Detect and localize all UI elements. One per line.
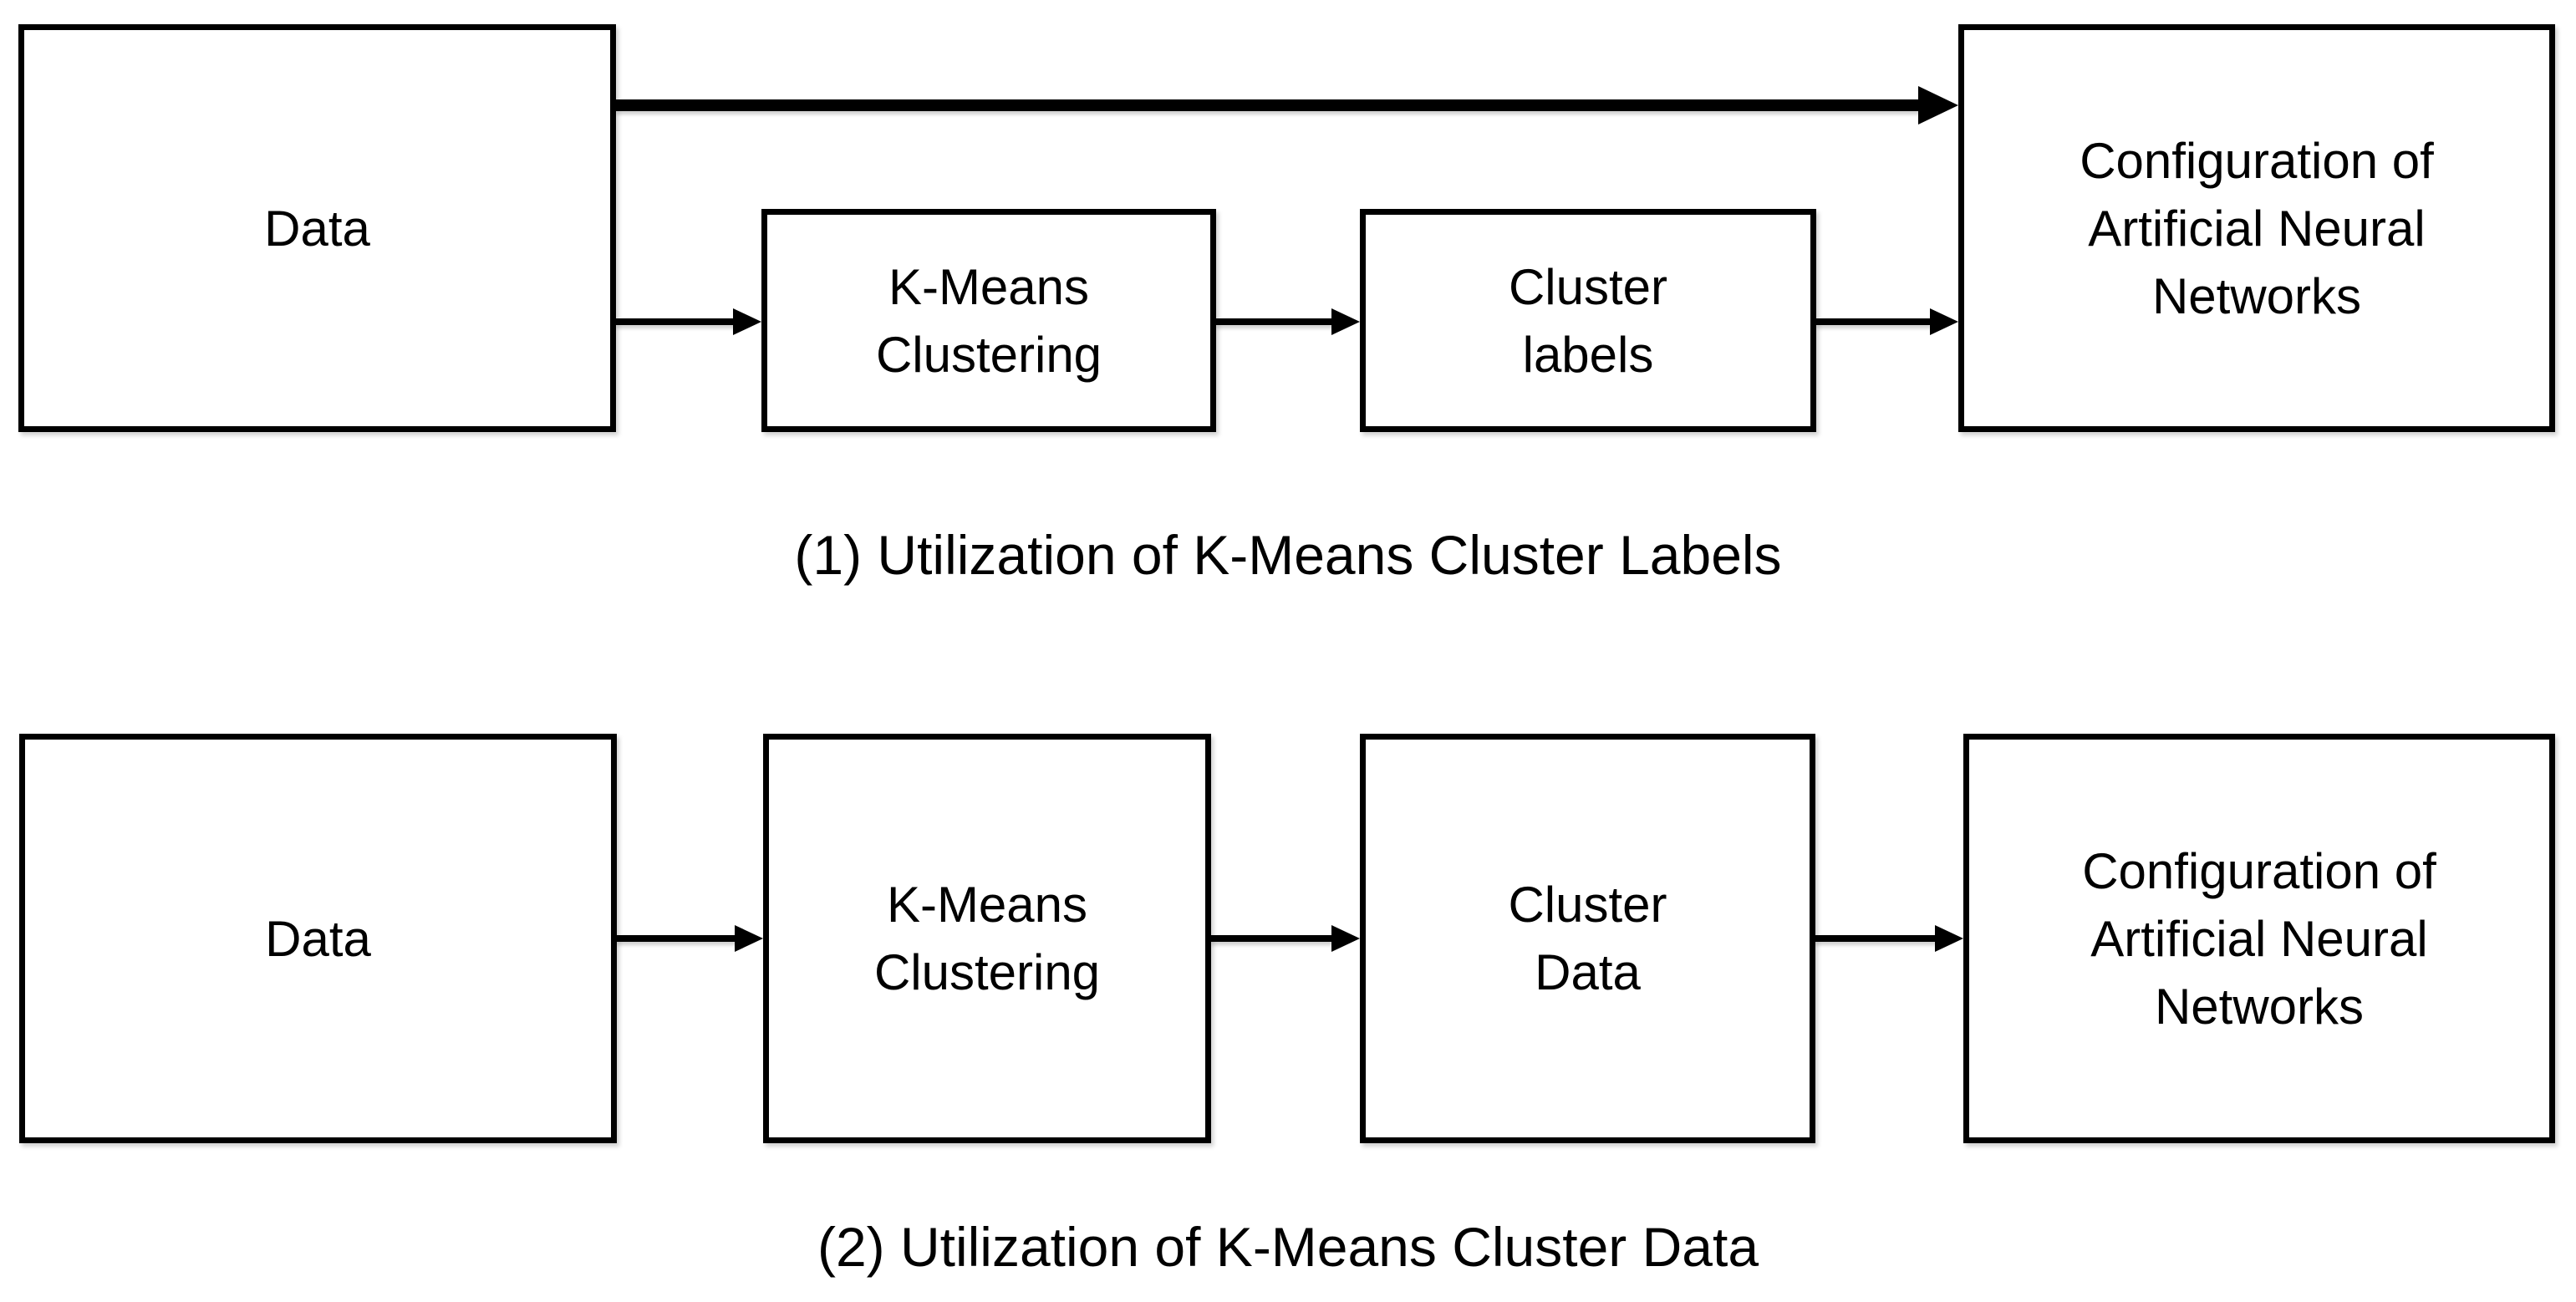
- diagram2-arrow-kmeans-to-clusterdata-arrowhead-icon: [1331, 925, 1360, 952]
- diagram2-node-configuration-ann: Configuration of Artificial Neural Netwo…: [1963, 734, 2555, 1143]
- diagram2-caption: (2) Utilization of K-Means Cluster Data: [817, 1216, 1759, 1278]
- diagram1-arrow-data-to-kmeans-arrowhead-icon: [733, 308, 761, 335]
- node-label-data: Data: [264, 200, 370, 257]
- diagram2-node-cluster-data: Cluster Data: [1360, 734, 1815, 1143]
- node-label-kmeans-clustering: K-Means Clustering: [875, 258, 1102, 383]
- diagram1-arrow-clusterlabels-to-configuration-line: [1816, 318, 1932, 325]
- diagram1-caption: (1) Utilization of K-Means Cluster Label…: [794, 524, 1782, 586]
- diagram2-arrow-data-to-kmeans-line: [617, 935, 736, 942]
- diagram2-node-kmeans-clustering: K-Means Clustering: [763, 734, 1211, 1143]
- diagram2-arrow-clusterdata-to-configuration-line: [1815, 935, 1937, 942]
- diagram2-node-data: Data: [19, 734, 617, 1143]
- node-label-cluster-data: Cluster Data: [1508, 877, 1667, 1000]
- diagram2-arrow-clusterdata-to-configuration-arrowhead-icon: [1935, 925, 1963, 952]
- diagram1-arrow-kmeans-to-clusterlabels-line: [1216, 318, 1333, 325]
- node-label-cluster-labels: Cluster labels: [1508, 258, 1668, 383]
- diagram1-node-data: Data: [18, 24, 616, 432]
- diagram1-arrow-data-to-configuration-arrowhead-icon: [1918, 86, 1958, 125]
- diagram1-arrow-data-to-configuration-line: [616, 99, 1920, 111]
- diagram1-node-configuration-ann: Configuration of Artificial Neural Netwo…: [1958, 24, 2555, 432]
- node-label-configuration-ann: Configuration of Artificial Neural Netwo…: [2080, 132, 2434, 324]
- diagram1-arrow-data-to-kmeans-line: [616, 318, 736, 325]
- node-label-kmeans-clustering: K-Means Clustering: [873, 877, 1101, 1000]
- diagram2-arrow-kmeans-to-clusterdata-line: [1211, 935, 1333, 942]
- diagram1-arrow-clusterlabels-to-configuration-arrowhead-icon: [1930, 308, 1958, 335]
- node-label-configuration-ann: Configuration of Artificial Neural Netwo…: [2082, 842, 2436, 1035]
- diagram2-arrow-data-to-kmeans-arrowhead-icon: [735, 925, 763, 952]
- diagram1-node-cluster-labels: Cluster labels: [1360, 209, 1816, 432]
- node-label-data: Data: [265, 910, 371, 967]
- diagram1-arrow-kmeans-to-clusterlabels-arrowhead-icon: [1331, 308, 1360, 335]
- diagram1-node-kmeans-clustering: K-Means Clustering: [761, 209, 1216, 432]
